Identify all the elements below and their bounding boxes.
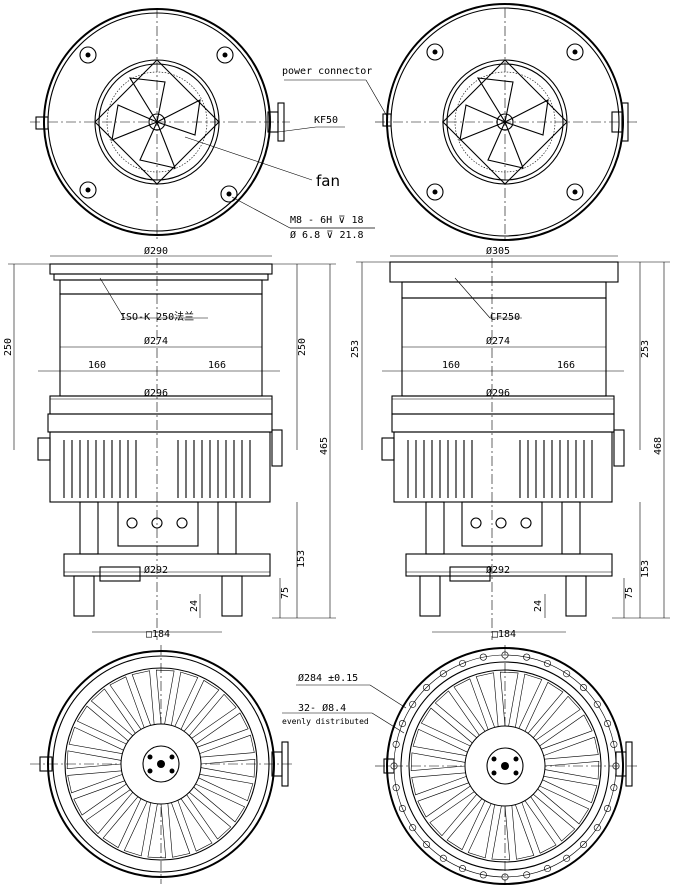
rotor-blade: [515, 673, 543, 729]
rotor-blade: [412, 728, 468, 756]
left-d292: Ø292: [144, 564, 168, 576]
flange-bolt-hole: [392, 740, 400, 748]
top-left-plan-view: [30, 8, 375, 240]
cf250-label: CF250: [490, 312, 520, 323]
rotor-blade: [67, 770, 123, 794]
flange-bolt-hole: [579, 684, 587, 692]
rotor-blade: [198, 774, 254, 802]
flange-bolt-hole: [523, 653, 531, 661]
right-h24: 24: [533, 600, 544, 612]
m8-spec-label: M8 - 6H ⊽ 18: [290, 215, 364, 226]
right-h75: 75: [624, 587, 635, 599]
rotor-blade: [123, 801, 151, 857]
left-h75: 75: [280, 587, 291, 599]
iso-flange-label: ISO-K 250法兰: [120, 310, 194, 323]
left-d296: Ø296: [144, 387, 168, 399]
flange-bolt-hole: [610, 740, 618, 748]
flange-bolt-hole: [479, 871, 487, 879]
left-d274: Ø274: [144, 335, 168, 347]
flange-bolt-hole: [593, 700, 601, 708]
flange-bolt-hole: [392, 784, 400, 792]
rotor-blade: [147, 803, 167, 859]
right-d274: Ø274: [486, 335, 510, 347]
flange-bolt-hole: [423, 684, 431, 692]
rotor-blade: [511, 804, 535, 860]
rotor-blade: [68, 726, 124, 754]
rotor-blade: [131, 670, 155, 726]
flange-bolt-hole: [398, 720, 406, 728]
left-h153: 153: [296, 550, 307, 568]
right-h253-right: 253: [640, 340, 651, 358]
flange-bolt-hole: [439, 670, 447, 678]
flange-bolt-hole: [523, 871, 531, 879]
power-connector-label: power connector: [282, 66, 372, 77]
right-h253: 253: [350, 340, 361, 358]
flange-bolt-hole: [563, 670, 571, 678]
rotor-blade: [167, 802, 191, 858]
left-elevation-dims: [8, 255, 336, 633]
right-elevation-dims: [356, 255, 670, 633]
bolt-circle-label: Ø284 ±0.15: [298, 672, 358, 684]
left-166: 166: [208, 360, 226, 371]
right-sq184: □184: [492, 629, 516, 640]
left-elevation-view: [37, 258, 283, 640]
left-h250: 250: [3, 338, 14, 356]
flange-bolt-hole: [423, 840, 431, 848]
flange-bolt-hole: [543, 865, 551, 873]
top-right-plan-view: [284, 3, 640, 242]
left-h24: 24: [189, 600, 200, 612]
rotor-blade: [544, 760, 600, 780]
kf50-label: KF50: [314, 115, 338, 126]
rotor-blade: [411, 772, 467, 796]
rotor-blade: [543, 736, 599, 760]
flange-bolt-hole: [409, 700, 417, 708]
flange-bolt-hole: [501, 873, 509, 881]
rotor-blade: [491, 805, 511, 861]
rotor-blade: [499, 671, 519, 727]
left-h465: 465: [319, 437, 330, 455]
rotor-blade: [155, 669, 175, 725]
rotor-blade: [66, 750, 122, 770]
flange-bolt-hole: [439, 854, 447, 862]
right-elevation-view: [381, 258, 625, 640]
left-160: 160: [88, 360, 106, 371]
rotor-blade: [200, 758, 256, 778]
bottom-right-cf-flange-view: [282, 645, 640, 885]
flange-bolt-hole: [398, 804, 406, 812]
flange-bolt-hole: [593, 824, 601, 832]
rotor-blade: [475, 672, 499, 728]
flange-bolt-hole: [579, 840, 587, 848]
right-h153: 153: [640, 560, 651, 578]
right-h468: 468: [653, 437, 664, 455]
right-d305: Ø305: [486, 245, 510, 257]
hole-spec-label: Ø 6.8 ⊽ 21.8: [290, 229, 364, 241]
right-d296: Ø296: [486, 387, 510, 399]
bolt-holes-label: 32- Ø8.4: [298, 702, 346, 714]
flange-bolt-hole: [501, 651, 509, 659]
left-sq184: □184: [146, 629, 170, 640]
flange-bolt-hole: [610, 784, 618, 792]
flange-bolt-hole: [409, 824, 417, 832]
flange-bolt-hole: [543, 659, 551, 667]
rotor-blade: [410, 752, 466, 772]
bottom-left-rotor-view: [30, 645, 295, 884]
fan-label: fan: [316, 172, 340, 190]
rotor-blade: [199, 734, 255, 758]
flange-bolt-hole: [563, 854, 571, 862]
right-166: 166: [557, 360, 575, 371]
right-160: 160: [442, 360, 460, 371]
rotor-blade: [542, 776, 598, 804]
flange-bolt-hole: [459, 865, 467, 873]
left-h250-right: 250: [297, 338, 308, 356]
flange-bolt-hole: [604, 804, 612, 812]
flange-bolt-hole: [459, 659, 467, 667]
rotor-blade: [467, 803, 495, 859]
flange-bolt-hole: [604, 720, 612, 728]
flange-bolt-hole: [479, 653, 487, 661]
right-d292: Ø292: [486, 564, 510, 576]
rotor-blade: [171, 671, 199, 727]
evenly-distributed-label: evenly distributed: [282, 717, 369, 726]
left-d290: Ø290: [144, 245, 168, 257]
